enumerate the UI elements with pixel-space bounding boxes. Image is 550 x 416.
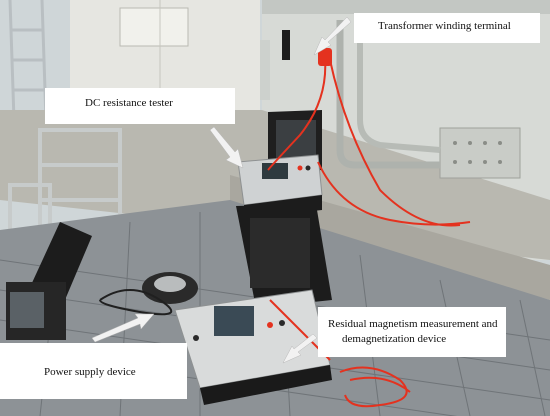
residual-magnetism-device-case (174, 204, 332, 405)
red-test-leads (267, 57, 471, 408)
label-text-line-1: Residual magnetism measurement and (328, 318, 498, 330)
label-transformer-winding-terminal: Transformer winding terminal (354, 13, 540, 43)
label-text: DC resistance tester (85, 97, 173, 109)
power-supply-case (6, 222, 92, 340)
label-dc-resistance-tester: DC resistance tester (45, 88, 235, 124)
power-supply-arrow (91, 313, 155, 343)
dc-tester-arrow (209, 126, 244, 169)
test-clamp (318, 48, 332, 66)
label-residual-magnetism-device: Residual magnetism measurement and demag… (318, 307, 506, 357)
label-text: Transformer winding terminal (378, 20, 511, 32)
label-text: Power supply device (44, 366, 136, 378)
label-text-line-2: demagnetization device (342, 333, 447, 345)
label-power-supply-device: Power supply device (0, 343, 187, 399)
terminal-arrow (313, 16, 352, 56)
residual-device-arrow (282, 333, 318, 364)
